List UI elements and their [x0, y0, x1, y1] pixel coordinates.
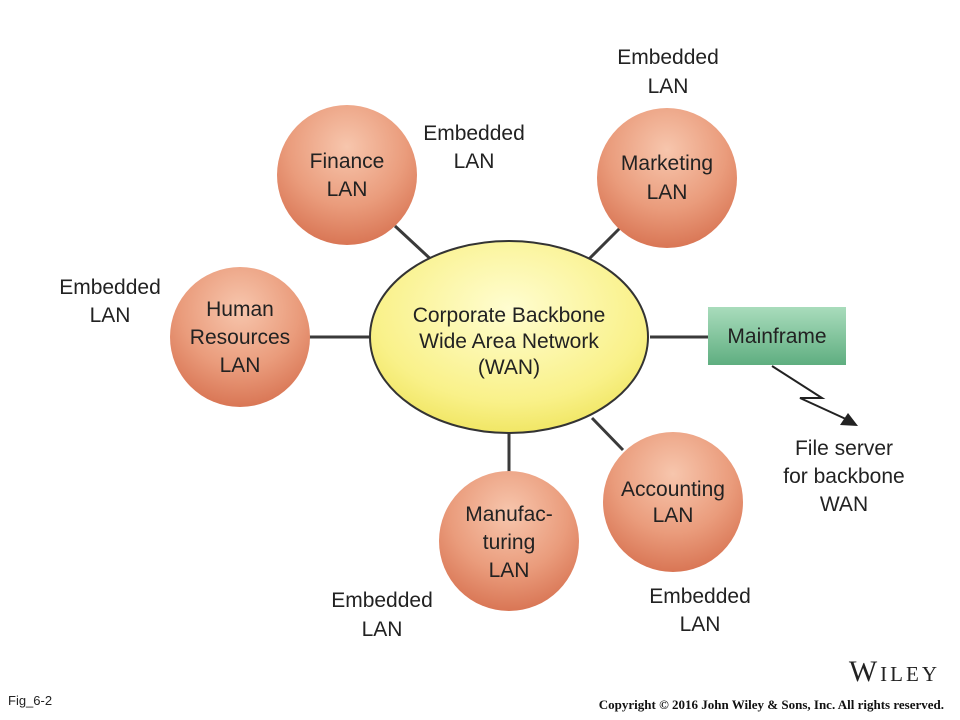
embedded-lan-manufacturing-line-1: Embedded	[331, 589, 433, 612]
accounting-lan-line-2: LAN	[653, 504, 694, 527]
wireless-link-bolt	[771, 365, 849, 421]
embedded-lan-marketing-line-1: Embedded	[617, 46, 719, 69]
marketing-lan-circle	[597, 108, 737, 248]
finance-lan-circle	[277, 105, 417, 245]
backbone-line-3: (WAN)	[478, 356, 540, 379]
backbone-line-1: Corporate Backbone	[413, 304, 606, 327]
hr-lan-line-3: LAN	[220, 354, 261, 377]
marketing-lan-line-1: Marketing	[621, 152, 713, 175]
hr-lan-circle	[170, 267, 310, 407]
manufacturing-lan-line-3: LAN	[489, 559, 530, 582]
mainframe-box	[708, 307, 846, 365]
marketing-lan-line-2: LAN	[647, 181, 688, 204]
embedded-lan-hr-line-1: Embedded	[59, 276, 161, 299]
figure-id: Fig_6-2	[8, 693, 53, 708]
manufacturing-lan-circle	[439, 471, 579, 611]
connector-accounting	[590, 416, 625, 452]
hr-lan-line-2: Resources	[190, 326, 290, 349]
file-server-line-2: for backbone	[783, 465, 904, 488]
mainframe-label: Mainframe	[727, 325, 826, 348]
embedded-lan-finance-line-2: LAN	[454, 150, 495, 173]
accounting-lan-line-1: Accounting	[621, 478, 725, 501]
embedded-lan-finance-line-1: Embedded	[423, 122, 525, 145]
wireless-link-arrowhead	[840, 413, 858, 426]
embedded-lan-accounting-line-2: LAN	[680, 613, 721, 636]
embedded-lan-marketing-line-2: LAN	[648, 75, 689, 98]
wiley-logo: Wiley	[848, 655, 940, 688]
embedded-lan-accounting-line-1: Embedded	[649, 585, 751, 608]
finance-lan-line-1: Finance	[310, 150, 385, 173]
backbone-line-2: Wide Area Network	[419, 330, 599, 353]
manufacturing-lan-line-2: turing	[483, 531, 536, 554]
finance-lan-line-2: LAN	[327, 178, 368, 201]
embedded-lan-hr-line-2: LAN	[90, 304, 131, 327]
manufacturing-lan-line-1: Manufac-	[465, 503, 553, 526]
accounting-lan-circle	[603, 432, 743, 572]
copyright-notice: Copyright © 2016 John Wiley & Sons, Inc.…	[598, 697, 944, 712]
hr-lan-line-1: Human	[206, 298, 274, 321]
file-server-line-3: WAN	[820, 493, 868, 516]
backbone-wan-ellipse	[369, 240, 649, 434]
embedded-lan-manufacturing-line-2: LAN	[362, 618, 403, 641]
file-server-line-1: File server	[795, 437, 893, 460]
